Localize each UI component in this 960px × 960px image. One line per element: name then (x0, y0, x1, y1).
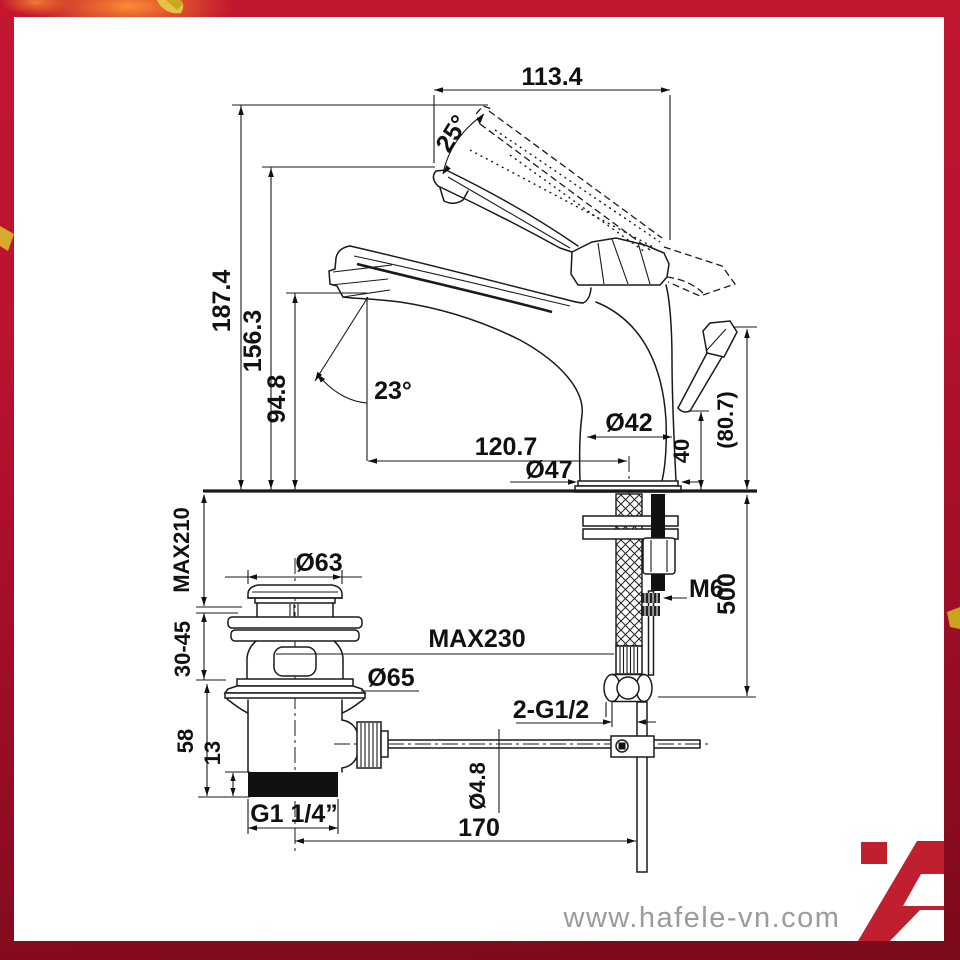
faucet-handle-dashed (469, 105, 737, 297)
side-lever (677, 320, 738, 413)
below-deck-assembly (387, 493, 701, 873)
confetti-ribbon-top-icon (157, 0, 184, 14)
dim-handle-height-label: 156.3 (239, 310, 267, 373)
dim-drain-height-label: 58 (173, 729, 198, 753)
dim-outlet-height-label: 94.8 (263, 375, 291, 424)
brand-logo-a-counter (903, 874, 944, 906)
dim-rod-offset-label: 170 (458, 814, 500, 842)
technical-drawing-svg: 113.4 25° 187.4 156.3 94.8 23° 120.7 Ø42… (169, 63, 944, 941)
confetti-ribbon-right-icon (947, 607, 960, 629)
dim-rod-diameter-label: Ø4.8 (465, 762, 490, 810)
glow-decoration-small (0, 0, 72, 16)
dim-counter-thickness-label: 30-45 (170, 621, 195, 677)
confetti-ribbon-top-shadow-icon (166, 0, 183, 10)
confetti-ribbon-left-icon (0, 226, 14, 251)
dim-base-diameter-label: Ø47 (525, 456, 572, 484)
dimension-labels: 113.4 25° 187.4 156.3 94.8 23° 120.7 Ø42… (169, 63, 741, 842)
drawing-sheet: 113.4 25° 187.4 156.3 94.8 23° 120.7 Ø42… (14, 17, 944, 941)
dim-flange-diameter-label: Ø65 (367, 664, 414, 692)
dim-max-counter-label: MAX210 (169, 507, 194, 593)
dim-supply-thread-label: 2-G1/2 (513, 696, 589, 724)
dim-top-width-label: 113.4 (521, 63, 582, 91)
dim-cap-diameter-label: Ø63 (295, 549, 342, 577)
dim-screw-size-label: M6 (689, 575, 724, 603)
dimension-lines (196, 89, 757, 842)
dim-lever-height-label: (80.7) (713, 391, 738, 448)
dim-thread-length-label: 13 (200, 741, 225, 765)
faucet-body (328, 245, 682, 493)
brand-logo-a-notch (890, 910, 944, 941)
brand-logo (858, 841, 944, 941)
dim-hose-length-label: 500 (713, 573, 741, 615)
faucet-handle-solid (432, 169, 670, 286)
dim-reach-label: 120.7 (475, 433, 538, 461)
dim-spout-angle-label: 23° (374, 377, 412, 405)
website-text: www.hafele-vn.com (563, 902, 841, 934)
dimension-arrows (201, 87, 750, 844)
dim-body-diameter-label: Ø42 (605, 409, 652, 437)
dim-lever-drop-label: 40 (669, 439, 694, 463)
dim-drain-thread-label: G1 1/4” (250, 800, 338, 828)
dim-max-rod-reach-label: MAX230 (428, 625, 525, 653)
brand-logo-square-icon (861, 842, 887, 864)
dim-total-height-label: 187.4 (208, 270, 236, 333)
dim-handle-angle-label: 25° (430, 110, 474, 157)
